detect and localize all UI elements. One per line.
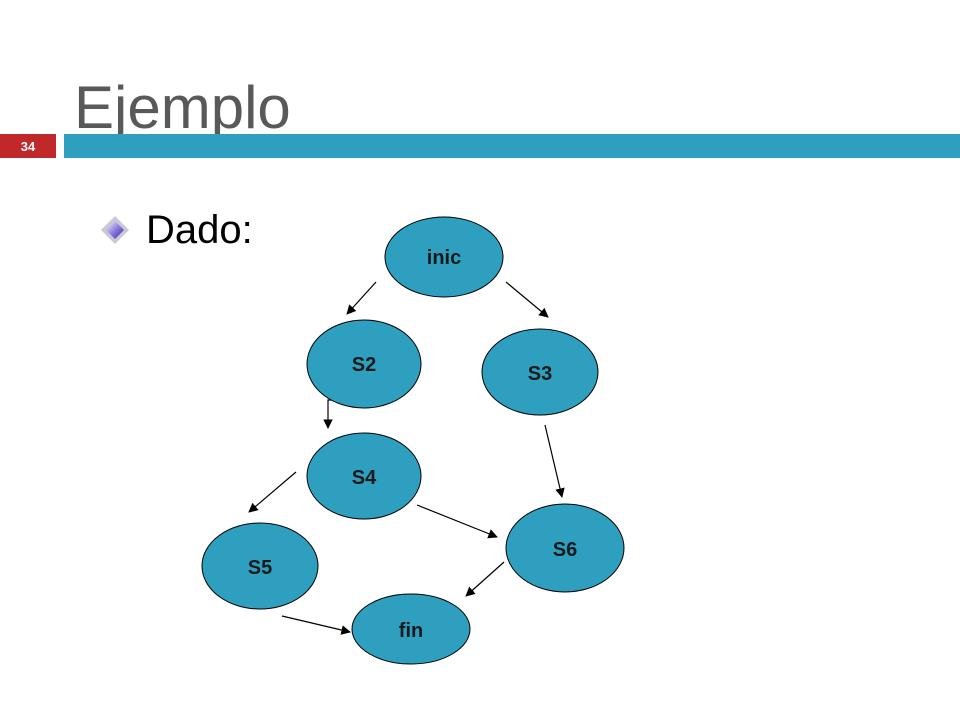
edge-s4-s5 (248, 471, 297, 513)
edge-inic-s2 (346, 281, 377, 315)
node-inic: inic (384, 216, 504, 298)
edge-inic-s3 (505, 281, 549, 318)
page-number-badge: 34 (0, 134, 56, 158)
node-s3: S3 (481, 328, 599, 416)
node-s4: S4 (306, 432, 422, 520)
slide-title: Ejemplo (74, 74, 291, 141)
node-label: S2 (352, 354, 376, 376)
node-label: S4 (352, 467, 377, 489)
bullet-text: Dado: (146, 208, 253, 252)
node-s5: S5 (201, 522, 319, 610)
node-fin: fin (351, 593, 471, 665)
edge-s6-fin (465, 561, 505, 597)
node-label: S6 (553, 539, 577, 561)
edge-s4-s6 (416, 504, 498, 539)
node-s6: S6 (505, 503, 625, 593)
edge-s3-s6 (544, 424, 565, 498)
node-label: fin (399, 620, 423, 642)
node-s2: S2 (306, 319, 422, 409)
node-label: S5 (248, 557, 272, 579)
diamond-bullet-icon (101, 216, 129, 244)
edge-s2-s4 (323, 399, 333, 429)
node-label: inic (427, 247, 461, 269)
title-accent-bar (64, 134, 960, 158)
node-label: S3 (528, 363, 552, 385)
bullet-item: Dado: (100, 210, 253, 250)
edge-s5-fin (281, 615, 351, 635)
